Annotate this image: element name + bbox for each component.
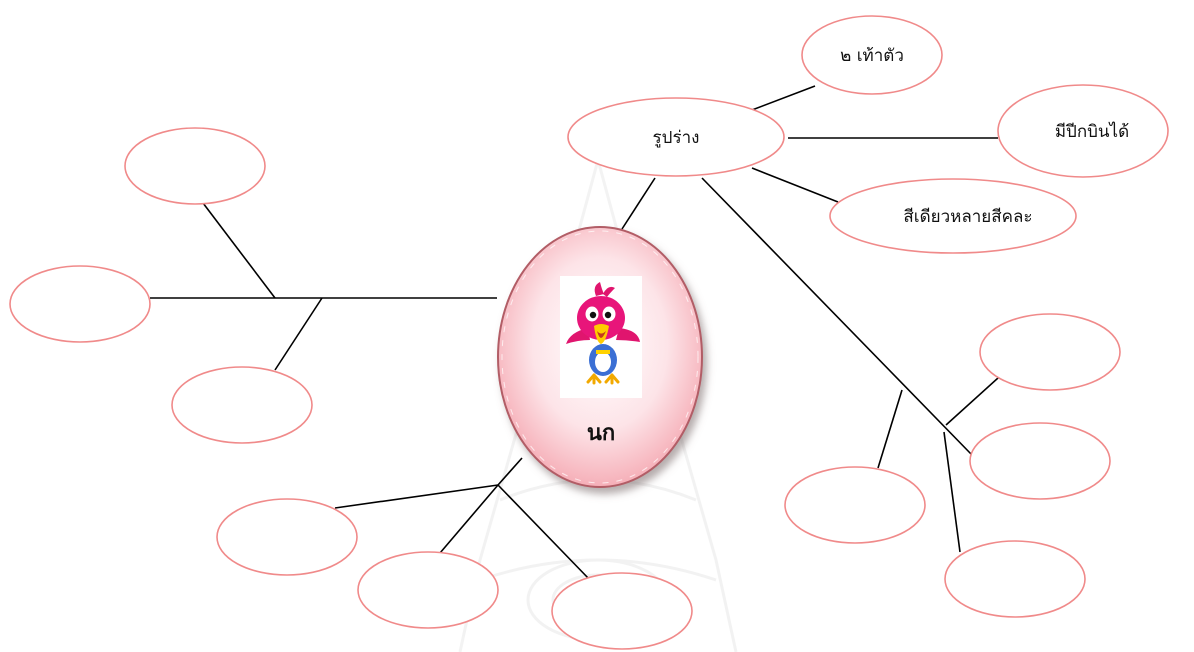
edge-shape-right [701, 177, 973, 456]
bird-mascot-icon [566, 282, 640, 385]
edge-left-blank-3 [274, 297, 323, 371]
edge-bottom-blank-3 [497, 484, 591, 581]
shape-node: รูปร่าง [567, 97, 785, 177]
edge-bottom-blank-2 [439, 484, 499, 554]
shape-label: รูปร่าง [653, 128, 700, 148]
left-blank-node-3 [171, 366, 313, 444]
edge-shape-detail-3 [751, 167, 839, 203]
edge-center-shape [621, 177, 656, 230]
shape-detail-node-2: มีปีกบินได้ [997, 84, 1169, 178]
connector-lines [150, 85, 999, 581]
shape-detail-node-3: สีเดียวหลายสีคละ [829, 178, 1077, 254]
edge-right-blank-1 [877, 389, 903, 469]
edge-left-blank-1 [202, 202, 276, 299]
shape-detail-2: มีปีกบินได้ [1055, 121, 1129, 142]
center-node: นก [497, 226, 703, 488]
edge-bottom-blank-1 [334, 484, 499, 509]
edge-right-blank-2 [945, 377, 999, 426]
shape-detail-1: ๒ เท้าตัว [840, 46, 904, 66]
left-blank-node-2 [9, 265, 151, 343]
right-blank-node-4 [944, 540, 1086, 618]
bottom-blank-node-3 [551, 572, 693, 650]
edge-center-bottom [497, 457, 523, 486]
right-blank-node-2 [969, 422, 1111, 500]
bottom-blank-node-2 [357, 551, 499, 629]
right-blank-node-1 [979, 313, 1121, 391]
shape-detail-3: สีเดียวหลายสีคละ [903, 207, 1032, 227]
right-blank-node-3 [784, 466, 926, 544]
shape-detail-node-1: ๒ เท้าตัว [801, 15, 943, 95]
edge-shape-detail-1 [751, 85, 816, 111]
edge-right-blank-3 [943, 431, 961, 553]
bottom-blank-node-1 [216, 498, 358, 576]
left-blank-node-1 [124, 127, 266, 205]
center-label: นก [587, 421, 615, 446]
